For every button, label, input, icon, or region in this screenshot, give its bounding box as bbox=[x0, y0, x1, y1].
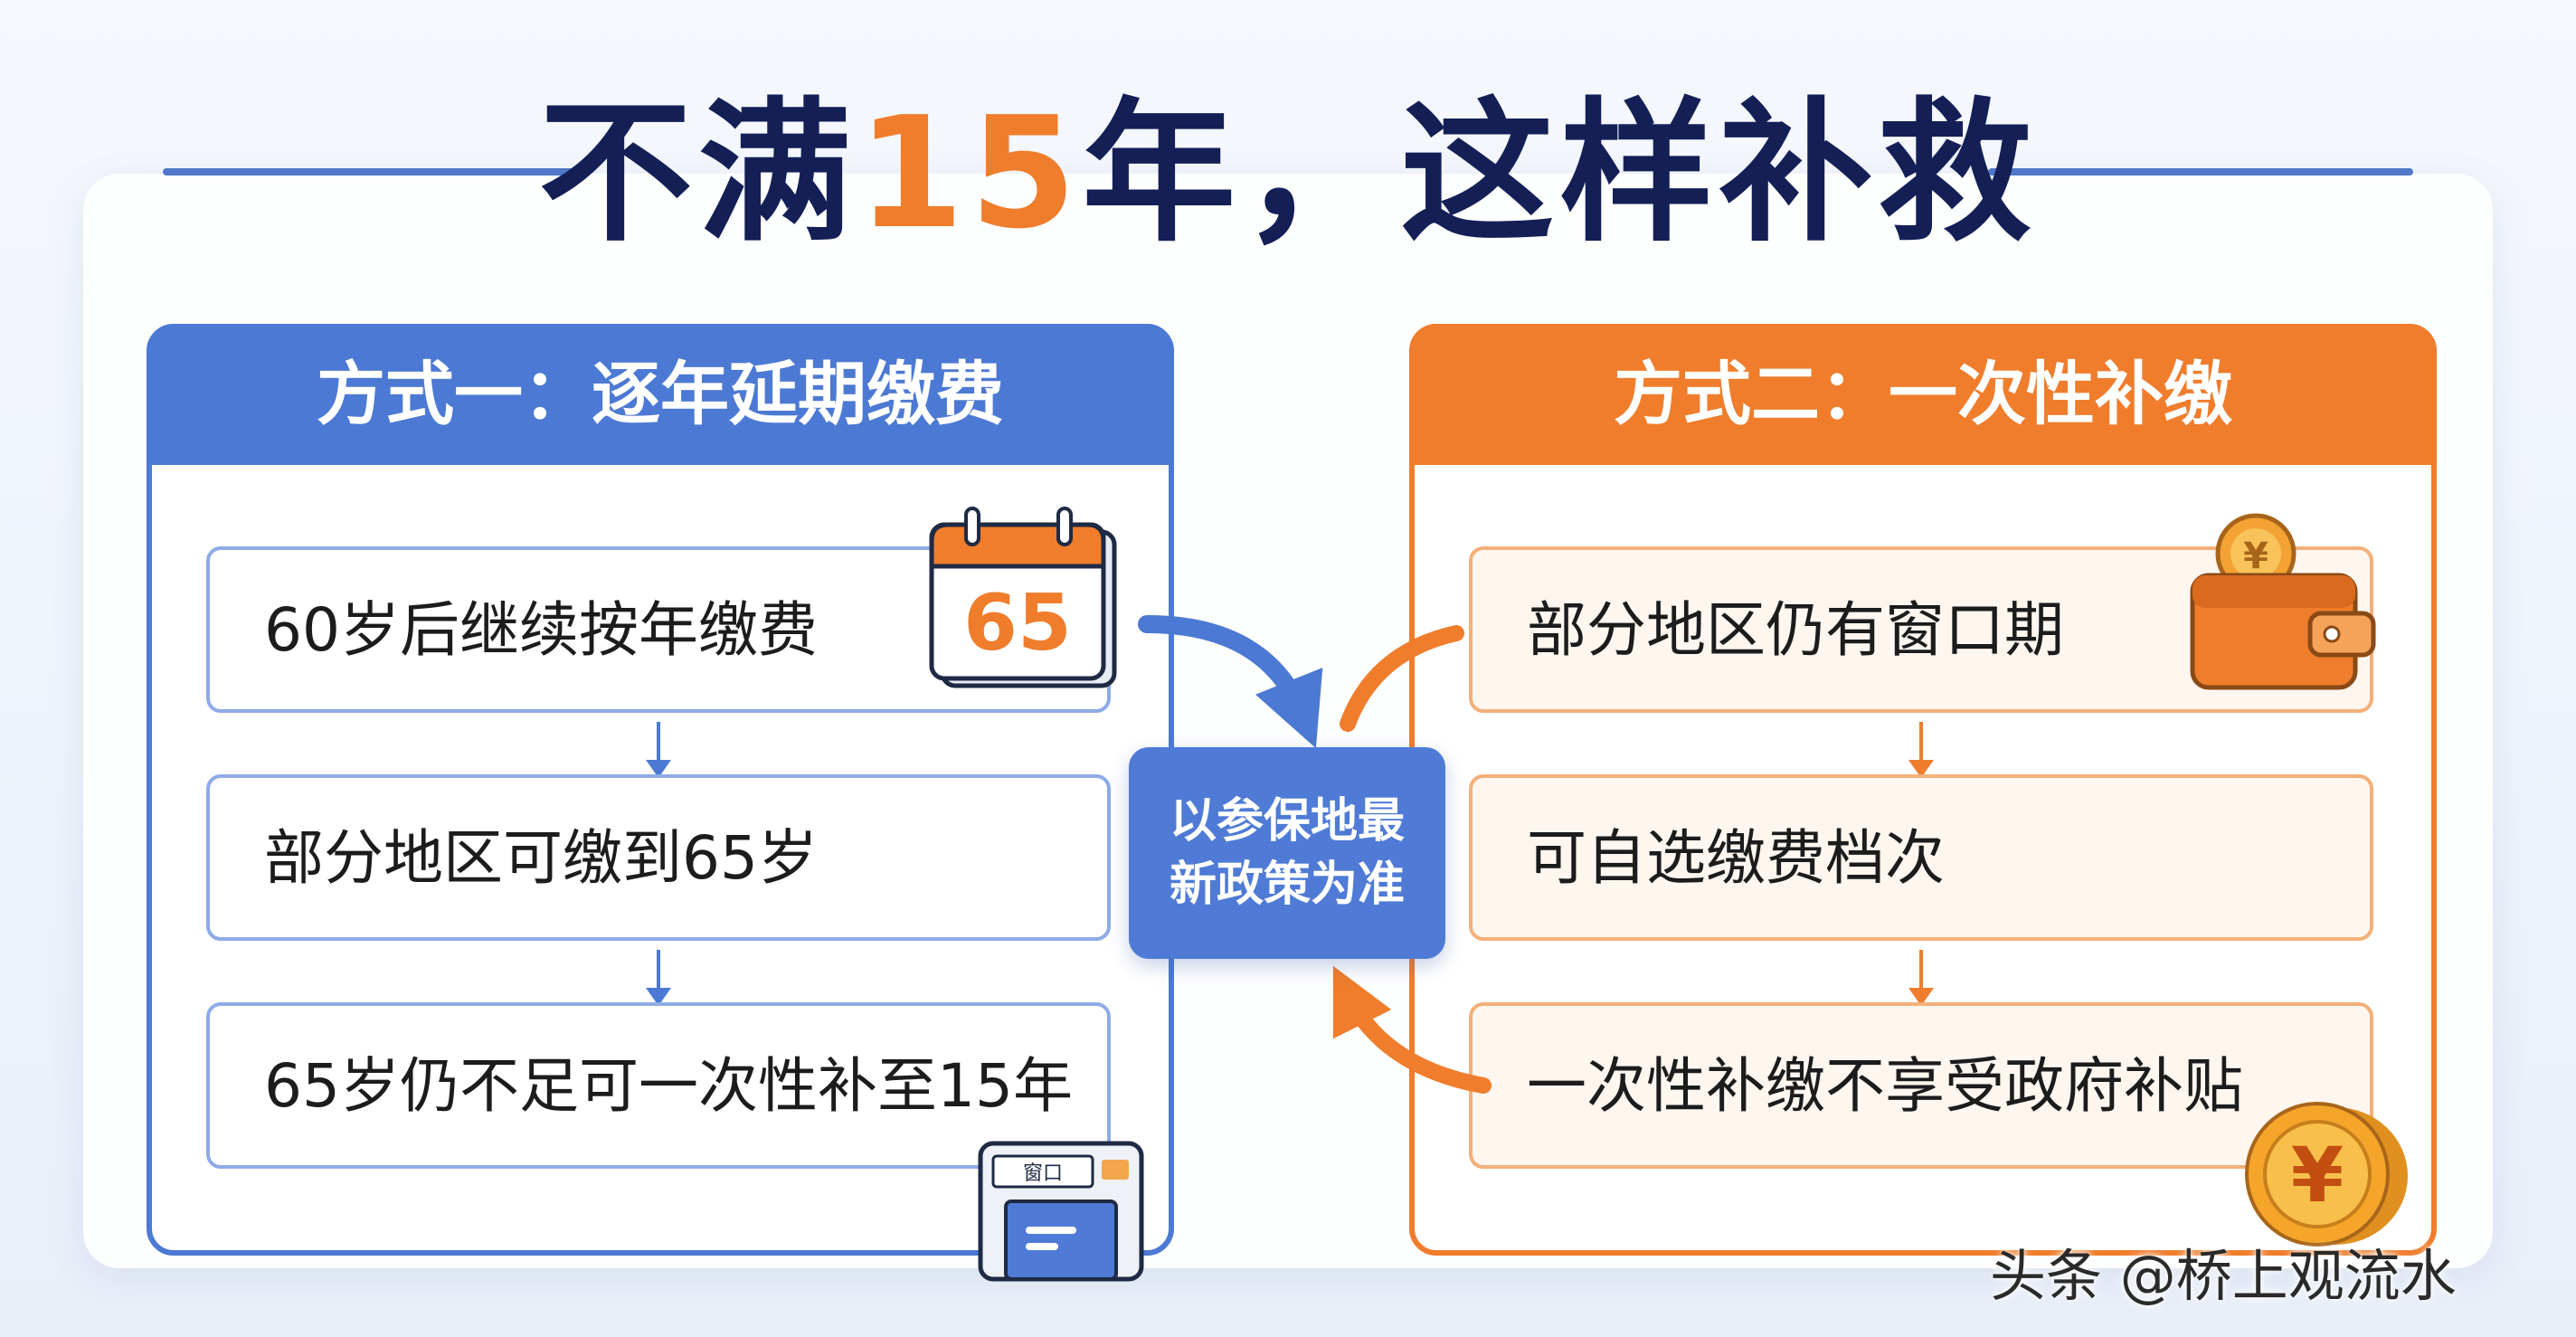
watermark: 头条 @桥上观流水 bbox=[1990, 1243, 2457, 1309]
coin-icon: ¥ bbox=[2245, 1102, 2408, 1247]
method-two-connector-2 bbox=[1908, 950, 1934, 1006]
policy-note-line-1: 以参保地最 bbox=[1169, 794, 1405, 849]
method-one-connector-2 bbox=[646, 950, 671, 1006]
service-counter-icon: 窗口 bbox=[978, 1141, 1144, 1282]
method-two-connector-1 bbox=[1908, 722, 1934, 778]
calendar-icon: 65 bbox=[929, 507, 1117, 688]
title-suffix: 年，这样补救 bbox=[1082, 84, 2038, 263]
method-one-header: 方式一：逐年延期缴费 bbox=[147, 324, 1174, 465]
counter-sign: 窗口 bbox=[1023, 1162, 1063, 1185]
calendar-number: 65 bbox=[963, 578, 1072, 668]
title-rule-left bbox=[163, 168, 588, 175]
coin-symbol: ¥ bbox=[2291, 1131, 2344, 1219]
method-one-step-3: 65岁仍不足可一次性补至15年 bbox=[206, 1002, 1111, 1169]
title-rule-right bbox=[1988, 168, 2413, 175]
arrow-right-to-center bbox=[1340, 625, 1464, 732]
method-one-connector-1 bbox=[646, 722, 671, 778]
title-prefix: 不满 bbox=[538, 84, 857, 263]
method-one-step-2: 部分地区可缴到65岁 bbox=[206, 774, 1111, 941]
title-highlight: 15 bbox=[857, 84, 1083, 263]
arrow-bottom-to-center bbox=[1332, 965, 1492, 1094]
arrow-left-to-center bbox=[1138, 615, 1323, 749]
method-two-step-2: 可自选缴费档次 bbox=[1469, 774, 2373, 941]
policy-note-line-2: 新政策为准 bbox=[1169, 858, 1405, 912]
method-one-panel: 方式一：逐年延期缴费 60岁后继续按年缴费 部分地区可缴到65岁 65岁仍不足可… bbox=[147, 324, 1174, 1256]
method-two-step-3: 一次性补缴不享受政府补贴 bbox=[1469, 1002, 2373, 1169]
wallet-coin-symbol: ¥ bbox=[2243, 536, 2268, 577]
page-title: 不满15年，这样补救 bbox=[0, 83, 2576, 264]
method-two-panel: 方式二：一次性补缴 部分地区仍有窗口期 可自选缴费档次 一次性补缴不享受政府补贴 bbox=[1409, 324, 2437, 1256]
wallet-icon: ¥ bbox=[2190, 513, 2376, 690]
policy-note: 以参保地最 新政策为准 bbox=[1129, 747, 1445, 959]
method-two-header: 方式二：一次性补缴 bbox=[1409, 324, 2437, 465]
